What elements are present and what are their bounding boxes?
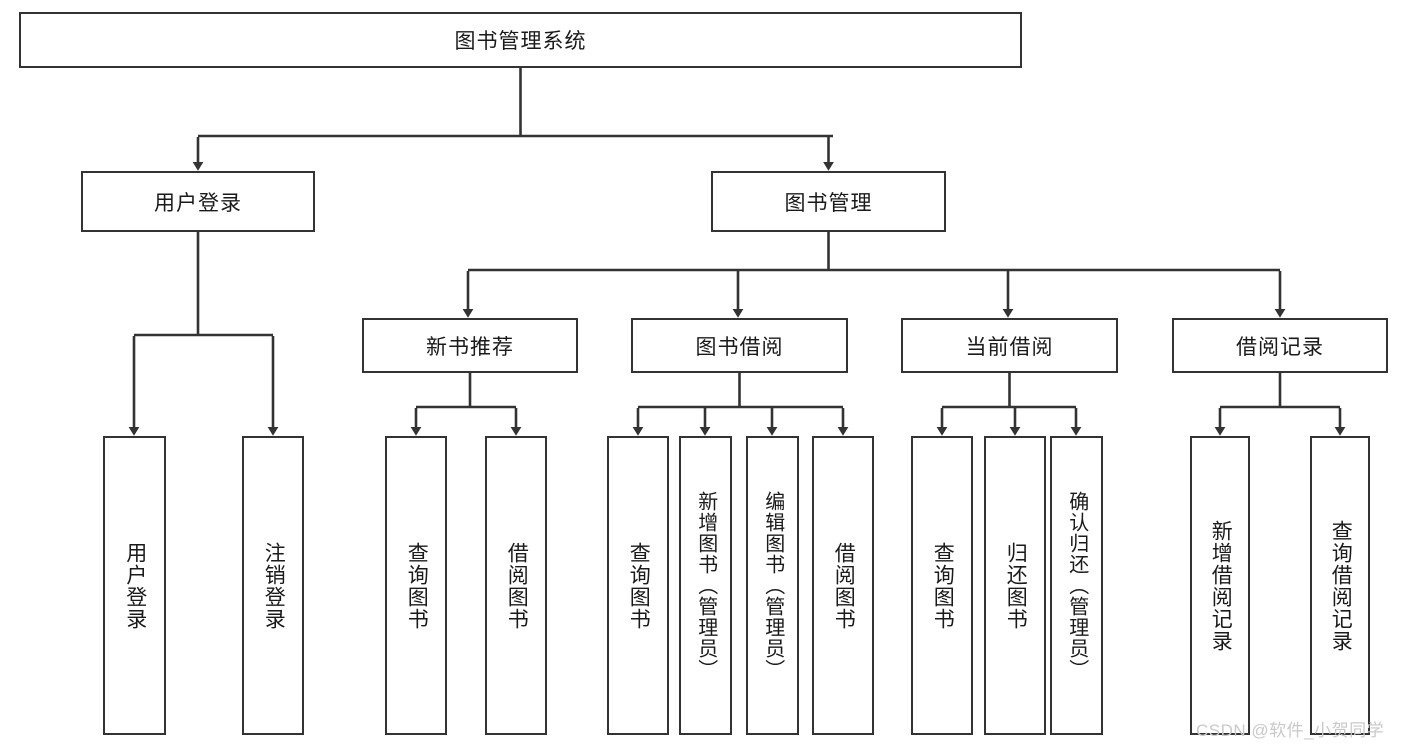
leaf-return-book[interactable]: 归还图书: [984, 436, 1046, 735]
leaf-logout-label: 注销登录: [262, 541, 286, 630]
leaf-borrow-book-label: 借阅图书: [832, 541, 856, 630]
leaf-borrow-book-recommend[interactable]: 借阅图书: [485, 436, 547, 735]
node-book-borrow-label: 图书借阅: [695, 335, 784, 359]
leaf-query-book-borrow-label: 查询图书: [627, 541, 651, 630]
leaf-add-book-admin-label: 新增图书（管理员）: [694, 491, 717, 680]
leaf-borrow-book-recommend-label: 借阅图书: [505, 541, 529, 630]
node-borrow-records[interactable]: 借阅记录: [1172, 318, 1388, 373]
leaf-add-borrow-record-label: 新增借阅记录: [1209, 519, 1233, 652]
node-root[interactable]: 图书管理系统: [19, 12, 1022, 68]
leaf-query-book-recommend[interactable]: 查询图书: [385, 436, 447, 735]
leaf-add-book-admin[interactable]: 新增图书（管理员）: [679, 436, 732, 735]
leaf-query-book-current[interactable]: 查询图书: [911, 436, 973, 735]
leaf-confirm-return-admin[interactable]: 确认归还（管理员）: [1050, 436, 1103, 735]
leaf-add-borrow-record[interactable]: 新增借阅记录: [1190, 436, 1250, 735]
node-book-management[interactable]: 图书管理: [711, 171, 946, 232]
node-current-borrow-label: 当前借阅: [965, 335, 1054, 359]
node-current-borrow[interactable]: 当前借阅: [901, 318, 1118, 373]
leaf-query-book-recommend-label: 查询图书: [405, 541, 429, 630]
node-borrow-records-label: 借阅记录: [1236, 335, 1324, 359]
leaf-user-login[interactable]: 用户登录: [103, 436, 166, 735]
csdn-watermark: CSDN @软件_小贺同学: [1196, 721, 1385, 740]
leaf-user-login-label: 用户登录: [123, 541, 147, 630]
node-new-book-recommend-label: 新书推荐: [426, 335, 514, 359]
node-book-management-label: 图书管理: [784, 191, 873, 215]
leaf-query-borrow-record[interactable]: 查询借阅记录: [1310, 436, 1370, 735]
leaf-borrow-book[interactable]: 借阅图书: [812, 436, 874, 735]
node-root-label: 图书管理系统: [454, 30, 587, 53]
leaf-logout[interactable]: 注销登录: [242, 436, 304, 735]
node-user-login[interactable]: 用户登录: [81, 171, 315, 232]
leaf-edit-book-admin-label: 编辑图书（管理员）: [761, 491, 784, 680]
leaf-confirm-return-admin-label: 确认归还（管理员）: [1065, 491, 1088, 680]
node-user-login-label: 用户登录: [154, 191, 242, 215]
node-book-borrow[interactable]: 图书借阅: [631, 318, 848, 373]
leaf-query-borrow-record-label: 查询借阅记录: [1329, 519, 1353, 652]
leaf-query-book-current-label: 查询图书: [931, 541, 955, 630]
leaf-query-book-borrow[interactable]: 查询图书: [607, 436, 669, 735]
leaf-edit-book-admin[interactable]: 编辑图书（管理员）: [746, 436, 799, 735]
leaf-return-book-label: 归还图书: [1004, 541, 1028, 630]
node-new-book-recommend[interactable]: 新书推荐: [362, 318, 578, 373]
